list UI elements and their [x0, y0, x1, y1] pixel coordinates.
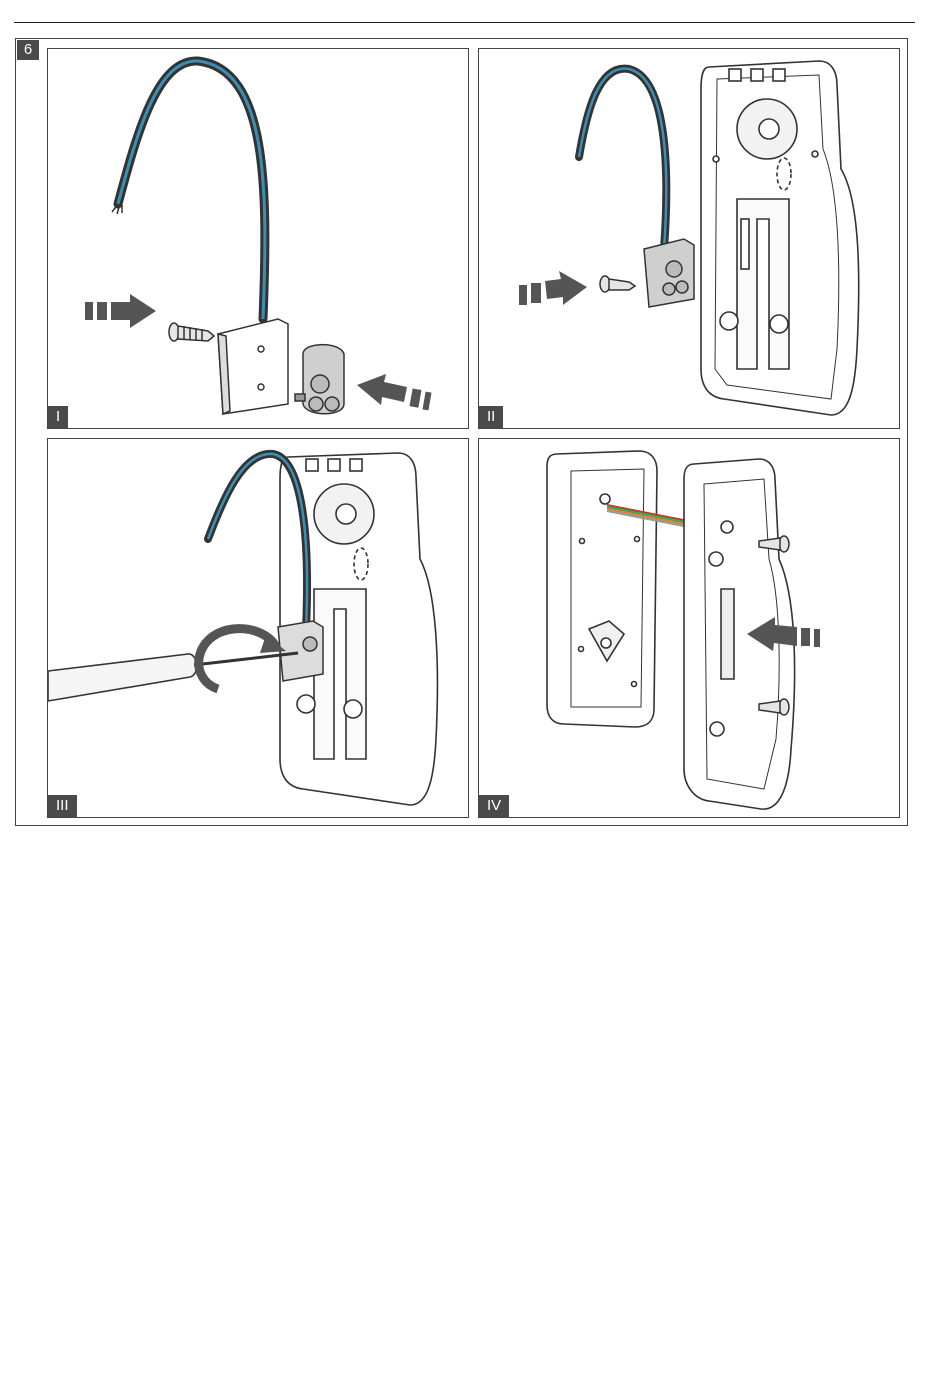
panel-step-2: II — [478, 48, 900, 429]
rubber-plug — [295, 345, 344, 414]
tamper-block — [644, 239, 694, 307]
step-1-illustration — [48, 49, 469, 429]
tamper-block — [218, 319, 288, 414]
figure-number: 6 — [17, 40, 39, 60]
panel-step-3: III — [47, 438, 469, 818]
cable — [118, 61, 265, 319]
arrow-left-icon — [357, 374, 432, 410]
housing-base — [701, 61, 859, 415]
front-cover — [547, 451, 657, 727]
step-label-1: I — [48, 406, 68, 428]
panel-step-1: I — [47, 48, 469, 429]
arrow-right-icon — [85, 294, 156, 328]
panel-step-4: IV — [478, 438, 900, 818]
top-rule — [14, 22, 915, 23]
arrow-right-icon — [519, 271, 587, 305]
step-label-3: III — [48, 795, 77, 817]
screwdriver-icon — [48, 653, 298, 701]
screw-icon — [169, 323, 214, 341]
step-4-illustration — [479, 439, 900, 818]
screw-icon — [600, 276, 635, 292]
step-3-illustration — [48, 439, 469, 818]
step-label-4: IV — [479, 795, 509, 817]
step-2-illustration — [479, 49, 900, 429]
step-label-2: II — [479, 406, 503, 428]
